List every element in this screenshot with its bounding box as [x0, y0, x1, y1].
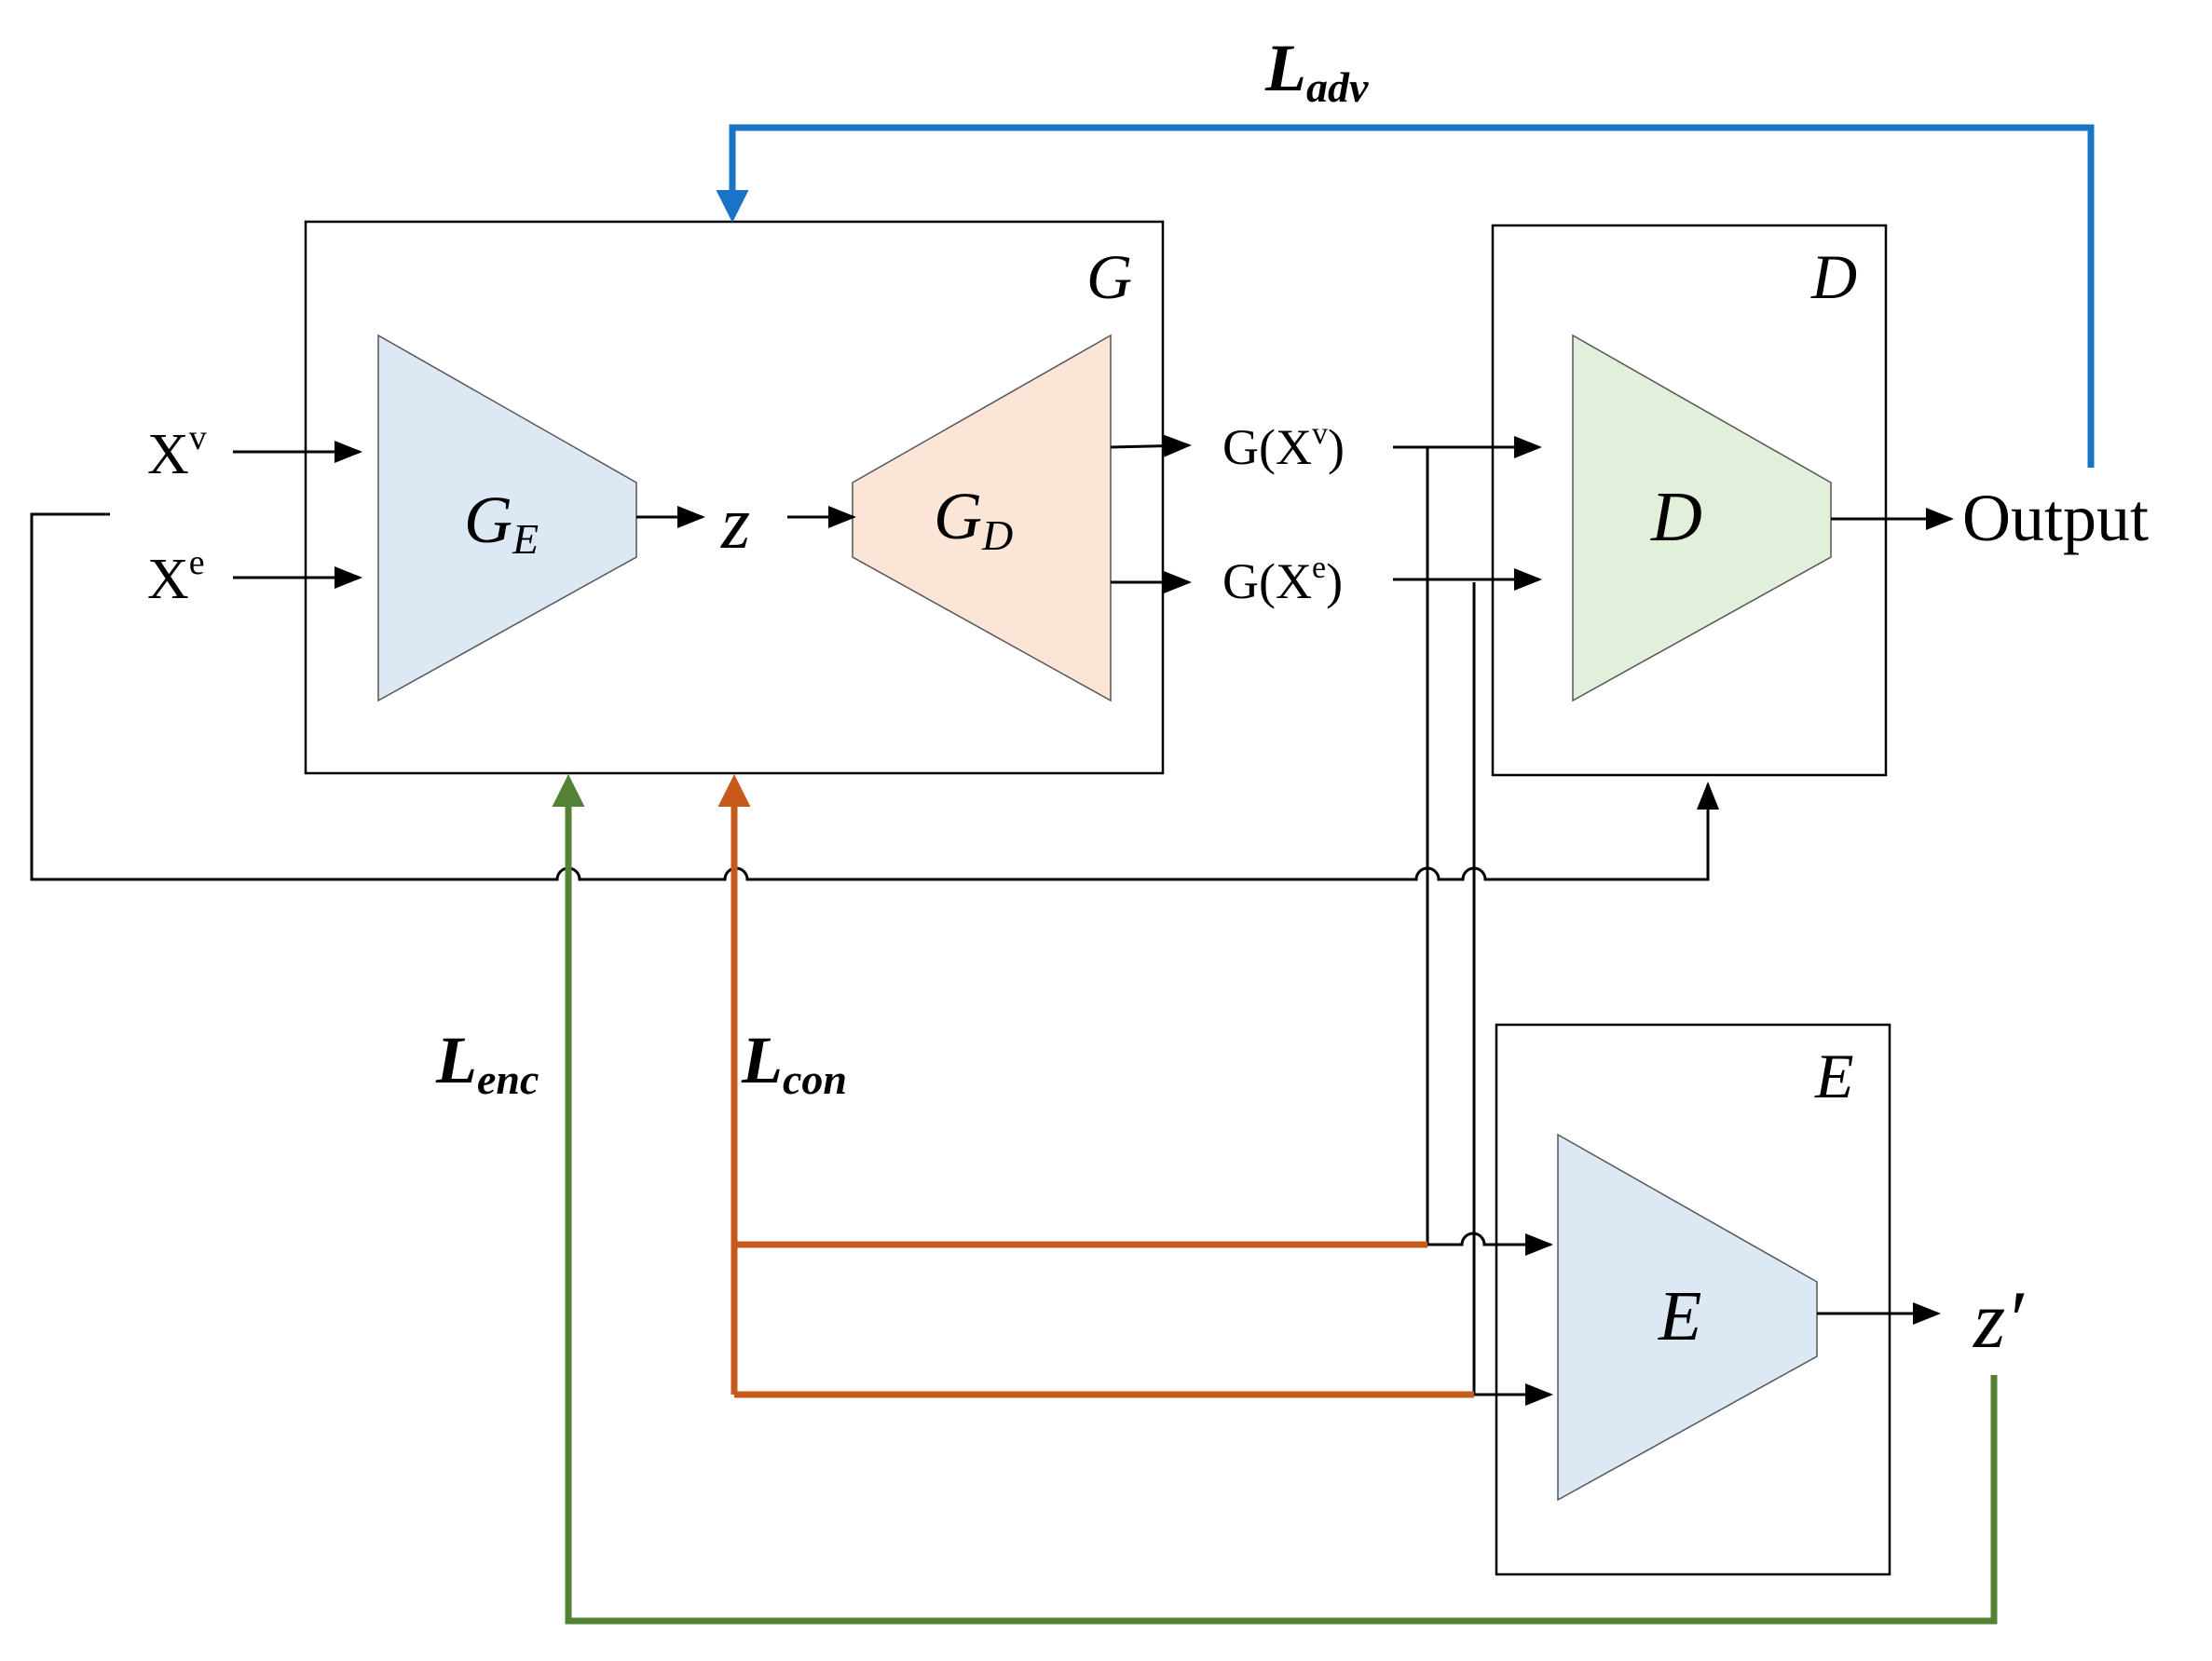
output-label: Output [1962, 481, 2149, 555]
arrow-gd-to-gxv [1110, 434, 1192, 457]
gxe-branch-to-encoder [1472, 582, 1553, 1406]
generator-decoder-label: GD [934, 479, 1013, 559]
z-prime-label: z′ [1973, 1275, 2025, 1366]
loss-adv-label: Ladv [1264, 31, 1369, 111]
loss-con-lines [717, 774, 1474, 1398]
generator-title: G [1086, 241, 1132, 312]
generator-encoder-label: GE [464, 483, 539, 563]
loss-con-label: Lcon [741, 1023, 847, 1103]
loss-adv-line [716, 124, 2095, 468]
discriminator-block-label: D [1650, 478, 1702, 556]
discriminator-title: D [1810, 241, 1857, 312]
generated-gxv-label: G(Xv) [1222, 416, 1345, 475]
input-xe-label: Xe [147, 543, 205, 611]
loss-enc-line [552, 774, 1998, 1625]
encoder-title: E [1814, 1041, 1854, 1111]
gxv-branch-arrow-to-encoder [1427, 1232, 1553, 1256]
gxv-branch-to-encoder [1426, 447, 1459, 1246]
encoder-block-label: E [1658, 1277, 1701, 1355]
latent-z-label: z [720, 483, 750, 565]
real-input-bottom-line-with-hops [32, 782, 1719, 881]
generator-decoder-block [852, 334, 1112, 702]
generated-gxe-label: G(Xe) [1222, 551, 1343, 609]
encoder-box [1495, 1023, 1891, 1576]
encoder-block [1557, 1133, 1818, 1502]
loss-enc-label: Lenc [435, 1023, 539, 1103]
discriminator-box [1491, 224, 1888, 777]
input-xv-label: Xv [147, 418, 207, 486]
discriminator-block [1572, 334, 1832, 702]
generator-encoder-block [377, 334, 637, 702]
